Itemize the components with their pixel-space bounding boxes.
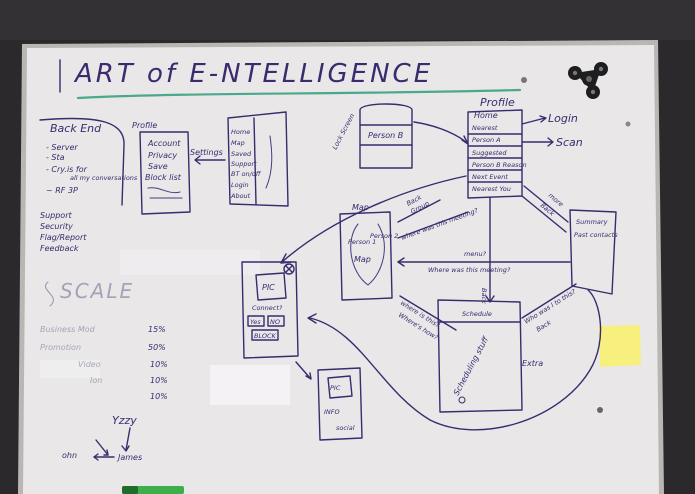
scale-row-label: Business Mod [40, 325, 96, 334]
scale-row-pct: 15% [148, 325, 166, 334]
backend-item: - Sta [46, 153, 65, 162]
block-button [251, 329, 279, 341]
side-menu-card: Home Map Saved Support BT on/off Login A… [227, 111, 289, 207]
magnet-1 [521, 77, 527, 83]
backend-item: all my conversations [70, 174, 138, 182]
home-screen-card: Profile Home Nearest Person A Suggested … [467, 96, 583, 199]
backend-heading: Back End [50, 122, 102, 135]
support-item: Support [40, 211, 72, 220]
profile-item: Account [147, 139, 181, 148]
home-item: Nearest You [472, 185, 511, 193]
home-profile-label: Profile [480, 96, 515, 109]
profile-item: Block list [145, 173, 182, 182]
lock-screen-item: Person B [368, 131, 403, 140]
scale-row-label: Ion [90, 376, 102, 385]
profile-label: Profile [132, 121, 157, 130]
board-title: ART of E-NTELLIGENCE [73, 59, 433, 89]
map-card: Map Map Person 1 Person 2 Back Group [339, 193, 441, 301]
connect-yes: Yes [250, 318, 261, 326]
connect-no: NO [270, 318, 280, 326]
scale-row-pct: 10% [150, 376, 168, 385]
home-item: Person A [472, 136, 501, 144]
summary-title: Summary [576, 218, 608, 226]
home-item: Nearest [472, 124, 498, 132]
backend-section: Back End - Server - Sta - Cry.is for all… [39, 117, 138, 253]
home-login: Login [548, 112, 578, 125]
side-menu-item: Home [231, 128, 250, 136]
people-section: Yzzy ohn James [62, 414, 142, 462]
side-menu-item: Login [231, 181, 249, 189]
schedule-title: Schedule [462, 310, 492, 318]
profile-item: Privacy [148, 151, 177, 160]
side-menu-item: Map [231, 139, 245, 147]
connect-card: PIC Connect? Yes NO BLOCK [241, 261, 312, 380]
connect-question: Connect? [252, 304, 283, 312]
backend-item: - Cry.is for [46, 165, 88, 174]
support-item: Feedback [40, 244, 79, 253]
fidget-spinner [568, 62, 608, 99]
title-block: ART of E-NTELLIGENCE [59, 59, 522, 100]
magnet-3 [597, 407, 603, 413]
map-label: Map [352, 203, 369, 212]
profile-item: Save [148, 162, 168, 171]
home-item: Next Event [472, 173, 508, 181]
scale-row-label: Promotion [40, 343, 81, 352]
home-item: Suggested [472, 149, 507, 157]
map-pin: Person 2 [370, 232, 398, 240]
connect-pic: PIC [262, 283, 275, 292]
scale-row-pct: 50% [148, 343, 166, 352]
marker [122, 486, 184, 494]
summary-sub: Past contacts [574, 231, 618, 239]
scale-row-label: Video [78, 360, 101, 369]
side-menu-item: Support [231, 160, 257, 168]
yes-button [247, 315, 265, 327]
no-button [267, 315, 285, 327]
settings-label: Settings [190, 148, 223, 157]
scale-heading: SCALE [60, 279, 134, 303]
scale-section: SCALE Business Mod 15% Promotion 50% Vid… [40, 279, 168, 401]
home-scan: Scan [556, 136, 583, 149]
side-menu-item: BT on/off [231, 170, 262, 178]
profile-card: Profile Account Privacy Save Block list [132, 121, 191, 215]
person-james: James [116, 453, 142, 462]
map-pin: Person 1 [348, 238, 376, 246]
home-title: Home [474, 111, 498, 120]
connect-block: BLOCK [254, 332, 277, 340]
pic-info-pic: PIC [330, 384, 341, 392]
arrow-note: menu? [464, 250, 487, 258]
support-item: Flag/Report [40, 233, 87, 242]
close-icon [283, 263, 295, 275]
light-reflection-2 [120, 250, 260, 275]
title-underline [76, 88, 522, 100]
arrow-note: Where was this meeting? [428, 266, 511, 274]
scale-row-pct: 10% [150, 392, 168, 401]
pic-info-info: INFO [324, 408, 340, 416]
light-reflection [210, 365, 290, 405]
side-menu-item: About [230, 192, 251, 200]
magnet-2 [625, 121, 631, 127]
pic-info-card: PIC INFO social [317, 367, 363, 441]
person-john: ohn [62, 451, 77, 460]
arrow-note-extra: Extra [522, 359, 543, 368]
side-menu-item: Saved [231, 150, 252, 158]
backend-item: - Server [46, 143, 78, 152]
light-reflection-3 [40, 360, 100, 378]
home-item: Person B Reason [472, 161, 527, 169]
backend-item: ~ RF 3P [46, 186, 78, 195]
pic-info-social: social [336, 424, 355, 432]
map-screen-text: Map [354, 255, 371, 264]
scale-row-pct: 10% [150, 360, 168, 369]
support-item: Security [40, 222, 73, 231]
wall-top [0, 0, 695, 40]
person-yzzy: Yzzy [112, 414, 137, 427]
arrow-note: Back [480, 288, 488, 304]
sticky-note [599, 325, 641, 367]
